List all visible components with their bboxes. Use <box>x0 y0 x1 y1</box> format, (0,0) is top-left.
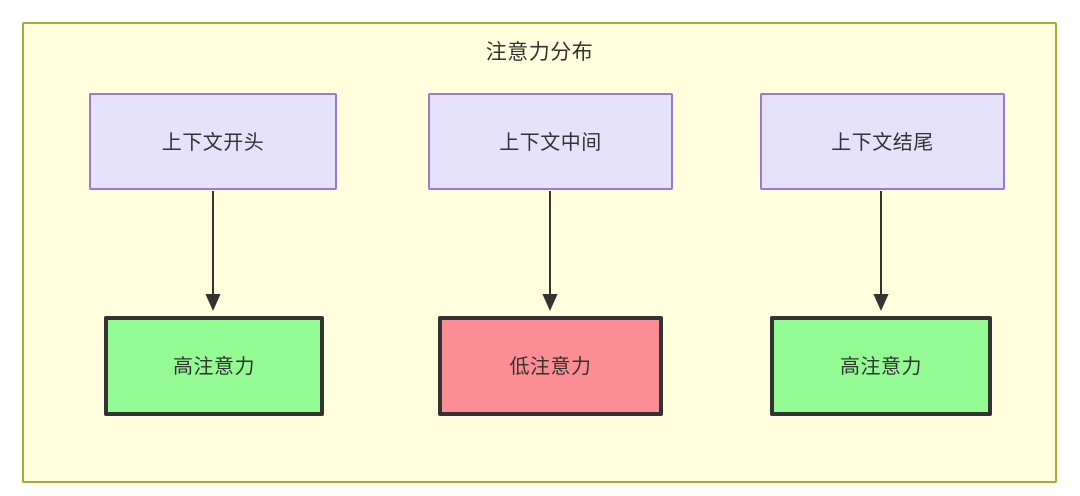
node-label: 低注意力 <box>509 354 592 378</box>
node-label: 高注意力 <box>173 354 255 378</box>
node-attention-middle[interactable]: 低注意力 <box>438 316 663 416</box>
node-label: 上下文中间 <box>499 129 602 154</box>
node-label: 上下文结尾 <box>831 129 934 154</box>
node-attention-end[interactable]: 高注意力 <box>770 316 992 416</box>
node-context-middle[interactable]: 上下文中间 <box>428 93 673 190</box>
node-label: 高注意力 <box>840 354 922 378</box>
node-context-start[interactable]: 上下文开头 <box>89 93 337 190</box>
subgraph-title: 注意力分布 <box>485 40 594 64</box>
node-label: 上下文开头 <box>161 129 265 154</box>
node-attention-start[interactable]: 高注意力 <box>104 316 324 416</box>
node-context-end[interactable]: 上下文结尾 <box>760 93 1005 190</box>
